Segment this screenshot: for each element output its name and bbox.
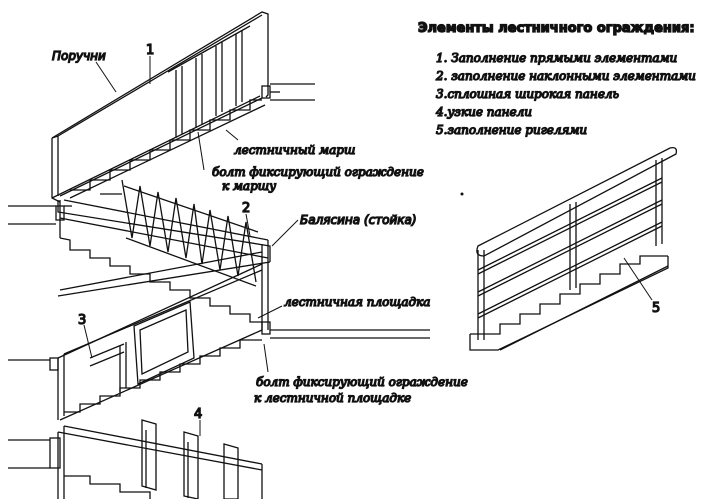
label-baluster: Балясина (стойка) (300, 213, 417, 227)
legend-title: Элементы лестничного ограждения: (418, 21, 695, 36)
number-1: 1 (146, 43, 154, 58)
label-bolt-landing-line1: болт фиксирующий ограждение (256, 375, 468, 389)
infill-narrow-panels (141, 419, 239, 499)
label-landing: лестничная площадка (284, 295, 430, 309)
legend-item-3: 3.сплошная широкая панель (436, 87, 619, 101)
stair-structure-right (469, 146, 678, 351)
dot-mark (460, 192, 464, 196)
legend-item-5: 5.заполнение ригелями (436, 123, 587, 137)
legend-item-2: 2. заполнение наклонными элементами (435, 69, 696, 83)
label-handrails: Поручни (52, 49, 106, 63)
leader-lines-left (83, 56, 299, 436)
legend-item-4: 4.узкие панели (435, 105, 532, 119)
infill-wide-panel (89, 301, 195, 392)
infill-vertical-bars (167, 25, 251, 138)
stair-structure-left (8, 11, 430, 499)
legend-item-1: 1. Заполнение прямыми элементами (436, 51, 677, 65)
label-flight: лестничный марш (234, 143, 355, 157)
infill-horizontal-rails (477, 177, 663, 319)
infill-diagonal-zigzag (121, 179, 259, 287)
number-4: 4 (194, 407, 202, 422)
number-5: 5 (652, 301, 660, 316)
label-bolt-landing-line2: к лестничной площадке (254, 391, 411, 405)
number-2: 2 (242, 201, 250, 216)
label-bolt-flight-line2: к маршу (222, 179, 276, 193)
number-3: 3 (78, 313, 86, 328)
label-bolt-flight-line1: болт фиксирующий ограждение (212, 165, 424, 179)
